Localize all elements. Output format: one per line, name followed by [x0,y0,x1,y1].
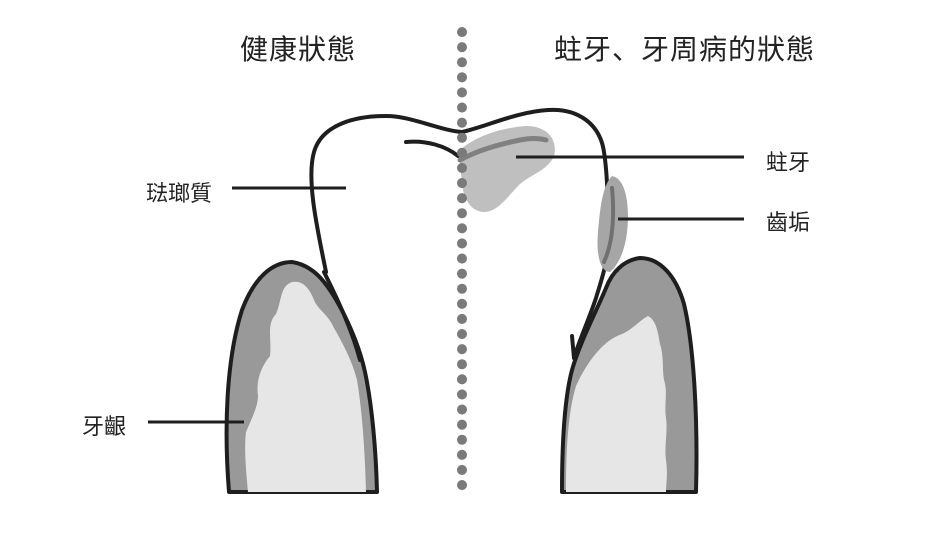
plaque-deposit [597,176,628,272]
label-enamel: 琺瑯質 [146,182,213,207]
title-healthy: 健康狀態 [240,33,357,66]
label-caries: 蛀牙 [766,151,811,176]
gum-left [224,260,379,494]
gum-right-inner [566,316,667,492]
gum-left-inner [245,281,366,492]
tooth-outline [309,107,610,360]
plaque-line [602,186,616,264]
tooth-root-right [570,334,576,360]
label-gum: 牙齦 [82,415,127,440]
title-diseased: 蛀牙、牙周病的狀態 [554,33,816,66]
gum-right [560,256,699,494]
caries-lesion [457,126,555,212]
caries-line [457,136,549,163]
tooth-root-left [322,270,362,362]
label-plaque: 齒垢 [766,211,811,236]
